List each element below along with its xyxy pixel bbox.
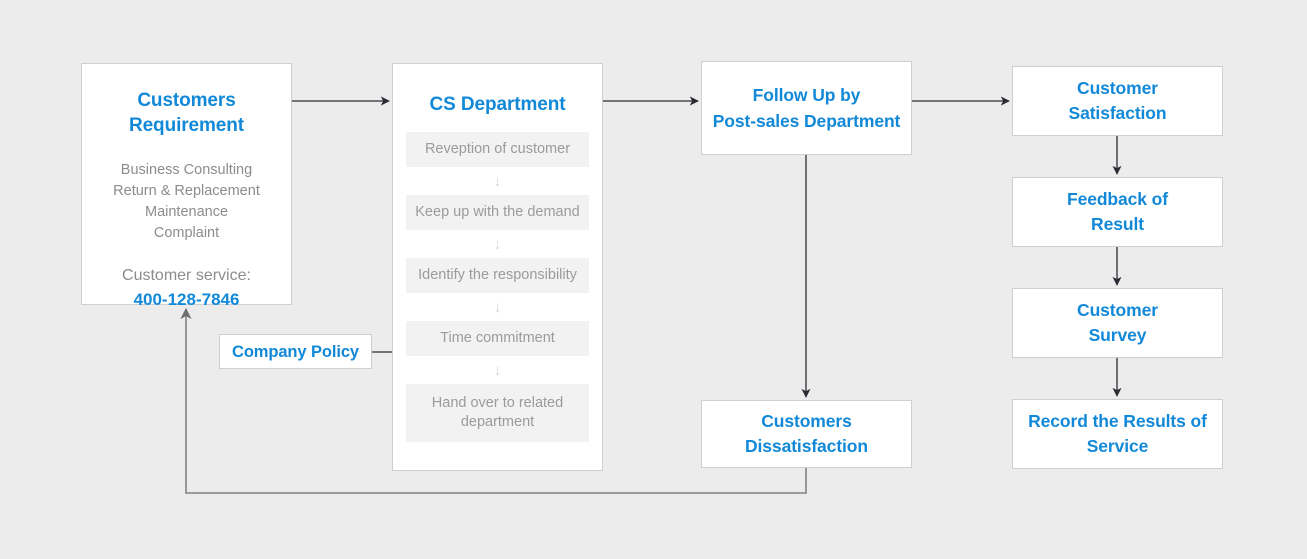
node-follow-up-post-sales[interactable]: Follow Up by Post-sales Department bbox=[701, 61, 912, 155]
step-arrow-down-icon: ↓ bbox=[493, 361, 502, 379]
title-line-1: Customers bbox=[761, 411, 852, 431]
list-item: Complaint bbox=[153, 225, 220, 241]
node-customer-survey[interactable]: Customer Survey bbox=[1012, 288, 1223, 358]
node-customer-survey-title: Customer Survey bbox=[1077, 298, 1158, 348]
node-cs-department[interactable]: CS Department Reveption of customer ↓ Ke… bbox=[392, 63, 603, 471]
customer-service-phone[interactable]: 400-128-7846 bbox=[133, 290, 240, 309]
node-company-policy-title: Company Policy bbox=[232, 342, 359, 361]
title-line-2: Dissatisfaction bbox=[745, 436, 868, 456]
list-item: Return & Replacement bbox=[113, 183, 260, 199]
step-arrow-down-icon: ↓ bbox=[493, 235, 502, 253]
title-line-1: Follow Up by bbox=[752, 85, 861, 105]
node-company-policy[interactable]: Company Policy bbox=[219, 334, 372, 369]
step-chip-identify-responsibility[interactable]: Identify the responsibility bbox=[406, 258, 589, 293]
step-arrow-down-icon: ↓ bbox=[493, 298, 502, 316]
title-line-1: Customers bbox=[137, 90, 236, 111]
title-line-1: Customer bbox=[1077, 300, 1158, 320]
title-line-2: Service bbox=[1086, 436, 1149, 456]
step-chip-reception[interactable]: Reveption of customer bbox=[406, 132, 589, 167]
title-line-2: Requirement bbox=[128, 115, 245, 136]
node-customers-dissatisfaction-title: Customers Dissatisfaction bbox=[745, 409, 868, 459]
cs-department-steps: Reveption of customer ↓ Keep up with the… bbox=[406, 132, 589, 442]
node-follow-up-title: Follow Up by Post-sales Department bbox=[713, 82, 901, 134]
list-item: Business Consulting bbox=[120, 162, 253, 178]
step-chip-keep-up-demand[interactable]: Keep up with the demand bbox=[406, 195, 589, 230]
node-record-results-of-service-title: Record the Results of Service bbox=[1028, 409, 1207, 459]
node-customers-requirement[interactable]: Customers Requirement Business Consultin… bbox=[81, 63, 292, 309]
list-item: Maintenance bbox=[144, 204, 229, 220]
node-feedback-of-result[interactable]: Feedback of Result bbox=[1012, 177, 1223, 247]
node-customer-satisfaction-title: Customer Satisfaction bbox=[1069, 76, 1167, 126]
title-line-2: Satisfaction bbox=[1068, 103, 1167, 123]
title-line-1: Record the Results of bbox=[1028, 411, 1207, 431]
step-chip-hand-over[interactable]: Hand over to related department bbox=[406, 384, 589, 442]
title-line-2: Result bbox=[1091, 214, 1144, 234]
node-customers-requirement-title: Customers Requirement bbox=[129, 88, 244, 138]
customer-service-label: Customer service: bbox=[122, 267, 251, 284]
title-line-2: Survey bbox=[1088, 325, 1147, 345]
title-line-1: Feedback of bbox=[1066, 189, 1168, 209]
node-customer-satisfaction[interactable]: Customer Satisfaction bbox=[1012, 66, 1223, 136]
title-line-2: Post-sales Department bbox=[712, 111, 901, 131]
node-record-results-of-service[interactable]: Record the Results of Service bbox=[1012, 399, 1223, 469]
step-arrow-down-icon: ↓ bbox=[493, 172, 502, 190]
node-customers-dissatisfaction[interactable]: Customers Dissatisfaction bbox=[701, 400, 912, 468]
customers-requirement-items: Business Consulting Return & Replacement… bbox=[113, 160, 260, 244]
node-feedback-of-result-title: Feedback of Result bbox=[1067, 187, 1168, 237]
node-cs-department-title: CS Department bbox=[429, 94, 566, 115]
title-line-1: Customer bbox=[1077, 78, 1158, 98]
step-chip-time-commitment[interactable]: Time commitment bbox=[406, 321, 589, 356]
